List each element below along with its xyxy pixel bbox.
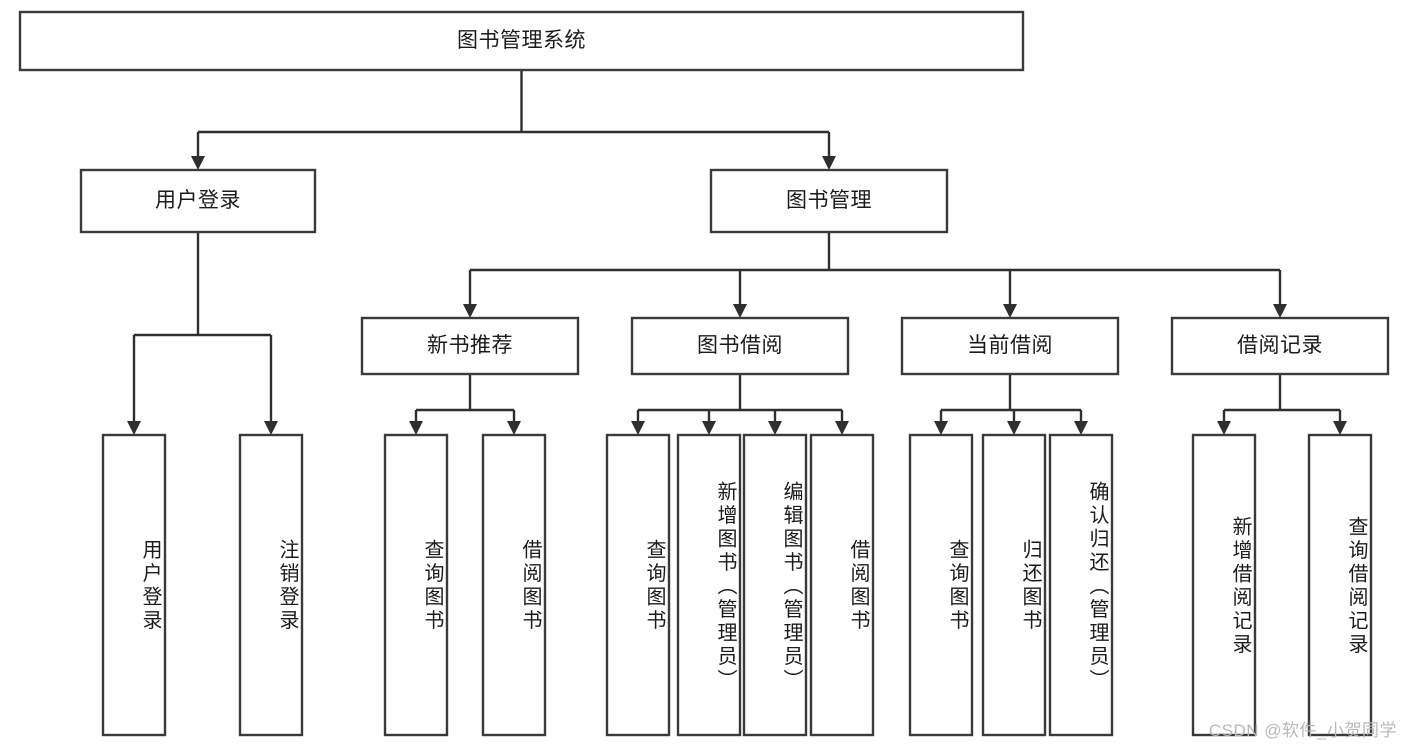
arrow-icon-book-borrow xyxy=(733,304,747,318)
node-box-layer xyxy=(18,10,1390,737)
node-box-leaf-query-book-3[interactable] xyxy=(908,433,974,737)
arrow-icon-leaf-borrow-book-1 xyxy=(507,421,521,435)
node-box-leaf-add-borrow-record[interactable] xyxy=(1191,433,1257,737)
node-box-leaf-query-book-2[interactable] xyxy=(605,433,671,737)
arrow-icon-leaf-user-login xyxy=(127,421,141,435)
node-box-borrow-record[interactable] xyxy=(1170,316,1390,376)
node-box-user-login[interactable] xyxy=(79,168,317,234)
node-box-leaf-edit-book-admin[interactable] xyxy=(742,433,808,737)
node-box-leaf-user-logout[interactable] xyxy=(238,433,304,737)
arrow-icon-user-login xyxy=(191,156,205,170)
arrow-icon-leaf-borrow-book-2 xyxy=(835,421,849,435)
node-box-leaf-query-borrow-record[interactable] xyxy=(1307,433,1373,737)
arrow-icon-borrow-record xyxy=(1273,304,1287,318)
arrow-icon-leaf-user-logout xyxy=(264,421,278,435)
node-box-new-book-recommend[interactable] xyxy=(360,316,580,376)
node-box-root[interactable] xyxy=(18,10,1025,72)
arrow-icon-new-book-recommend xyxy=(463,304,477,318)
arrow-icon-leaf-query-book-1 xyxy=(409,421,423,435)
arrow-icon-current-borrow xyxy=(1003,304,1017,318)
node-box-current-borrow[interactable] xyxy=(900,316,1120,376)
node-box-leaf-user-login[interactable] xyxy=(101,433,167,737)
arrow-icon-leaf-add-borrow-record xyxy=(1217,421,1231,435)
arrow-icon-book-manage xyxy=(822,156,836,170)
arrow-icon-leaf-edit-book-admin xyxy=(768,421,782,435)
arrow-icon-leaf-return-book xyxy=(1007,421,1021,435)
node-box-leaf-borrow-book-1[interactable] xyxy=(481,433,547,737)
node-box-leaf-return-book[interactable] xyxy=(981,433,1047,737)
node-box-book-borrow[interactable] xyxy=(630,316,850,376)
arrow-icon-leaf-query-borrow-record xyxy=(1333,421,1347,435)
node-box-leaf-query-book-1[interactable] xyxy=(383,433,449,737)
arrow-icon-leaf-confirm-return-admin xyxy=(1074,421,1088,435)
arrow-icon-leaf-query-book-3 xyxy=(934,421,948,435)
node-box-leaf-add-book-admin[interactable] xyxy=(676,433,742,737)
watermark-text: CSDN @软件_小贺同学 xyxy=(1208,721,1397,740)
arrow-icon-leaf-query-book-2 xyxy=(631,421,645,435)
node-box-leaf-confirm-return-admin[interactable] xyxy=(1048,433,1114,737)
node-box-book-manage[interactable] xyxy=(709,168,949,234)
connector-layer xyxy=(127,70,1347,435)
node-box-leaf-borrow-book-2[interactable] xyxy=(809,433,875,737)
arrow-icon-leaf-add-book-admin xyxy=(702,421,716,435)
